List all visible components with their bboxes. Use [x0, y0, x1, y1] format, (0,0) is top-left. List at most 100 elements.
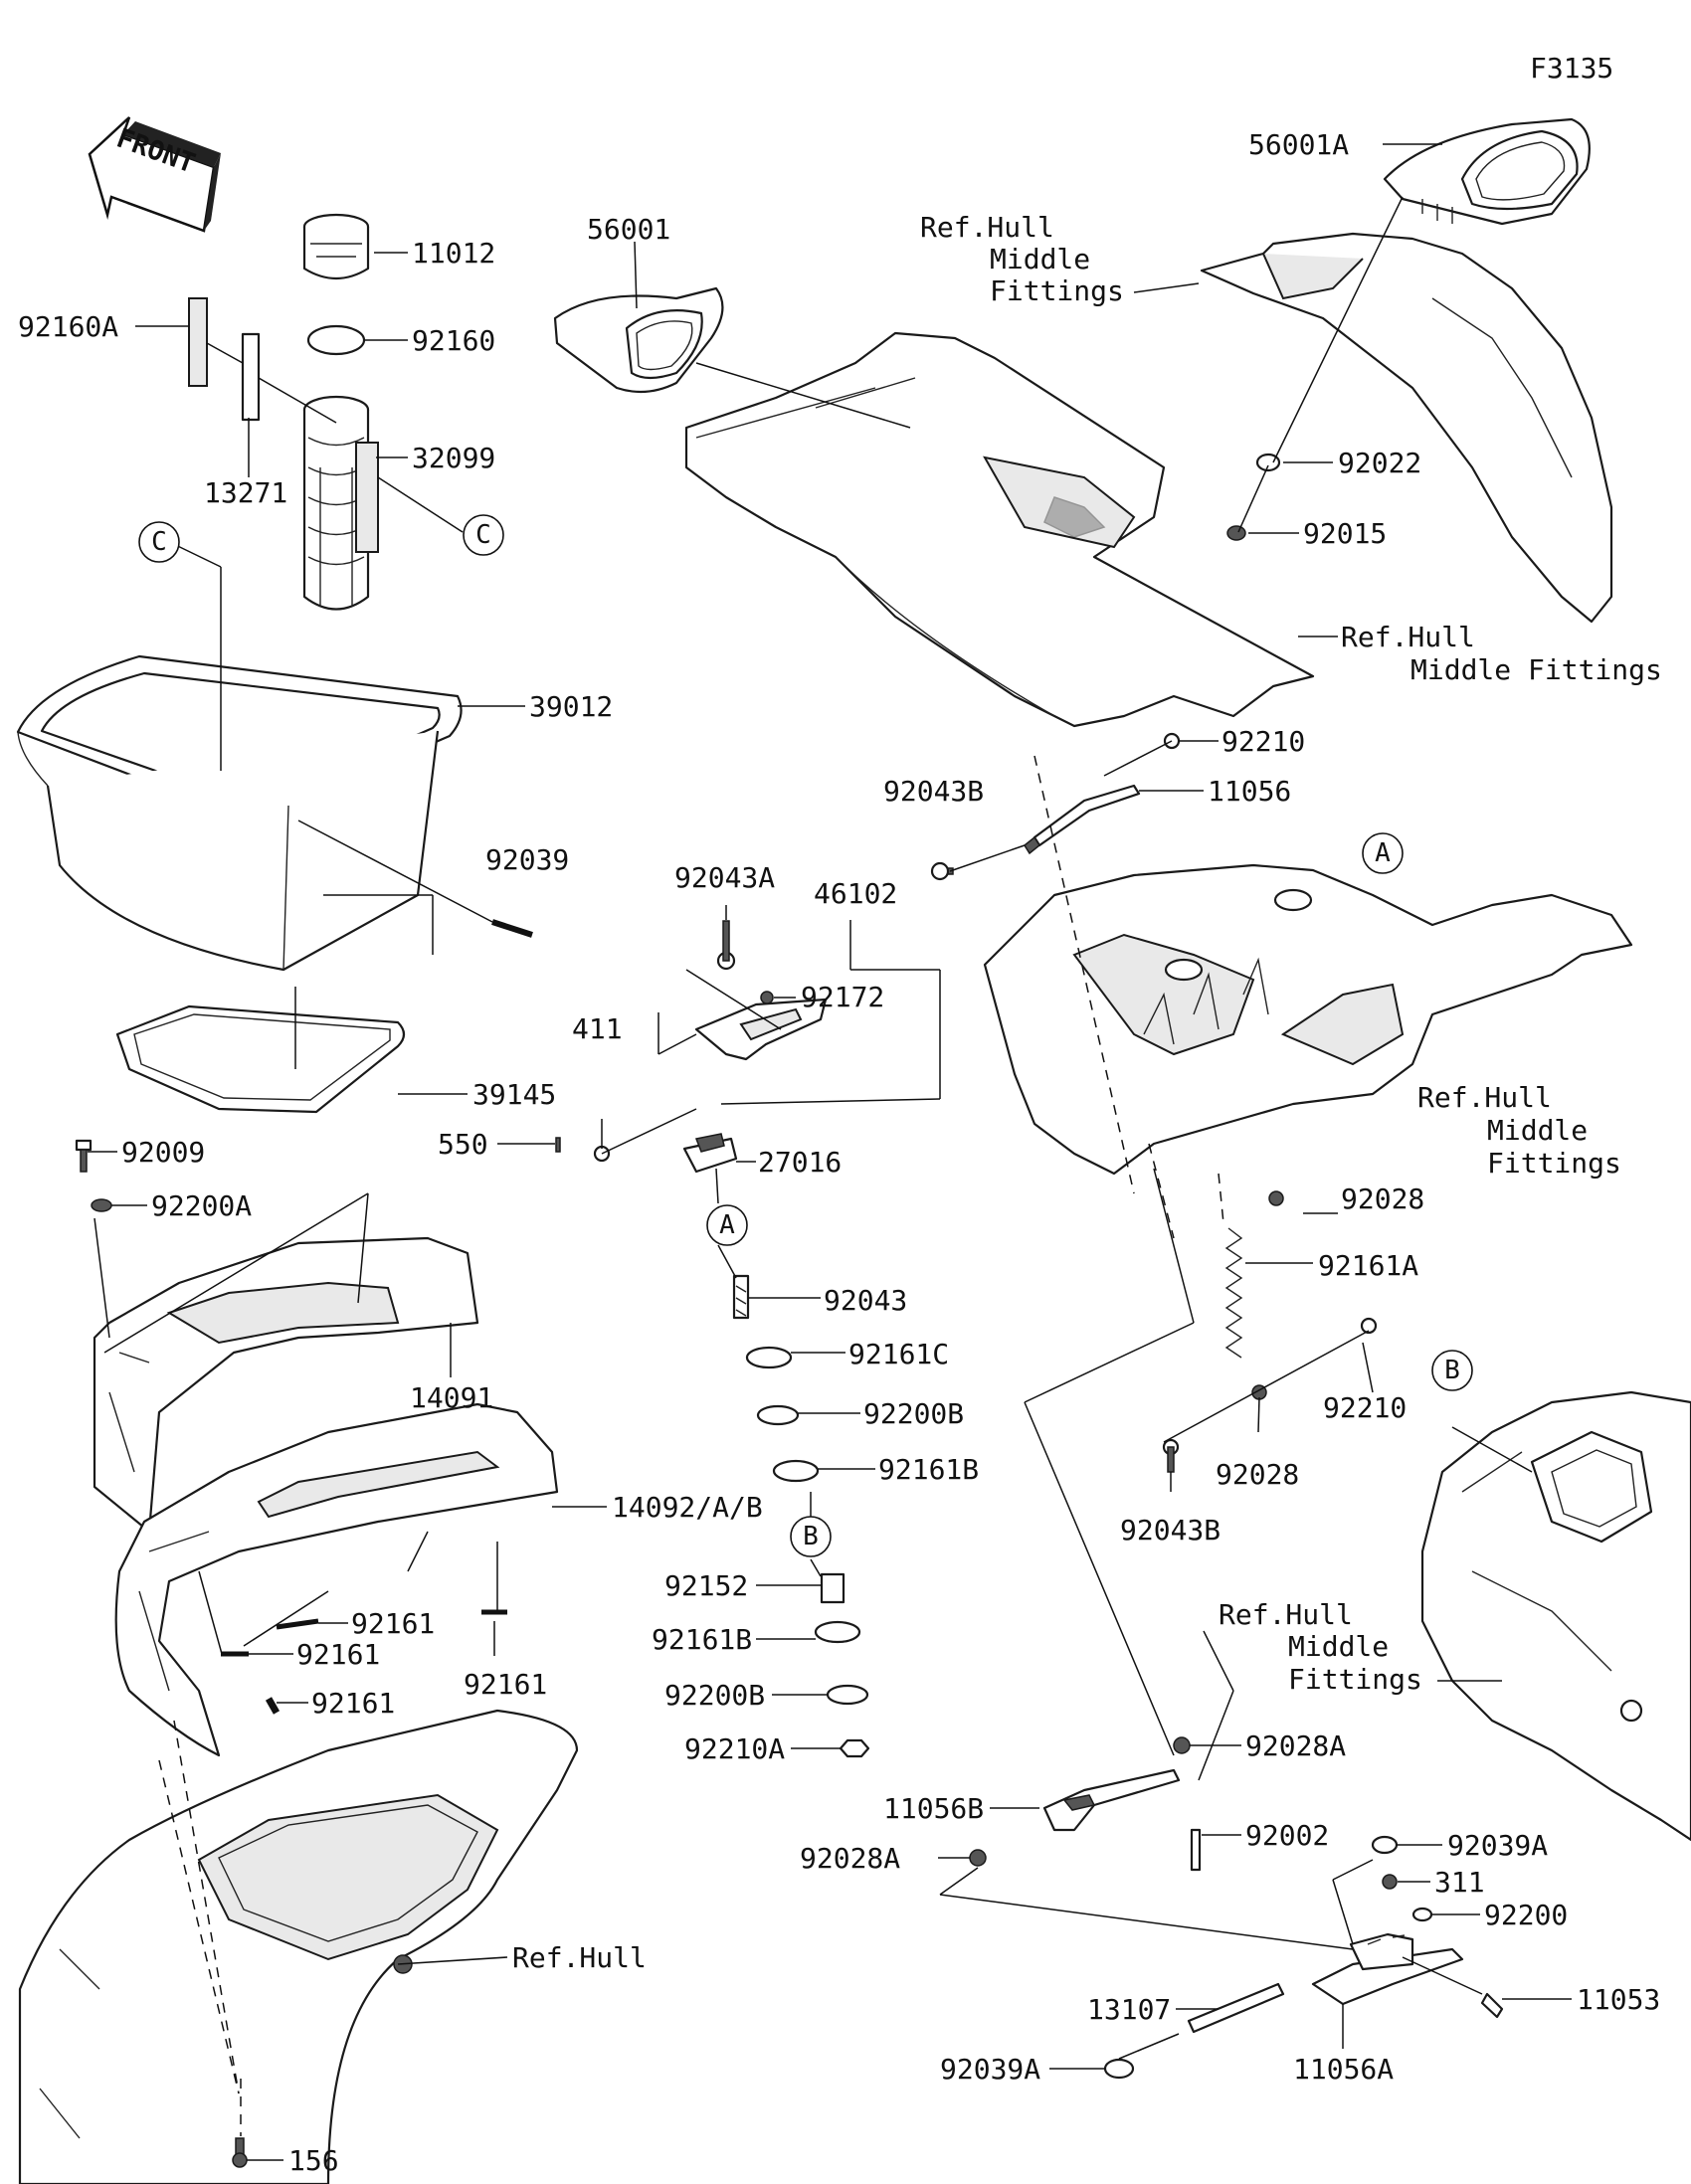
- nut-92210A: [839, 1738, 870, 1758]
- label-311: 311: [1434, 1866, 1485, 1899]
- label-92039: 92039: [485, 843, 569, 876]
- strap-92160A: [188, 297, 208, 387]
- svg-text:Ref.Hull: Ref.Hull: [920, 211, 1054, 244]
- label-92043: 92043: [824, 1284, 907, 1317]
- label-92200: 92200: [1484, 1899, 1568, 1931]
- hatch-cover-56001A: [1383, 117, 1591, 226]
- washer-92022: [1255, 453, 1281, 472]
- label-92043B-b: 92043B: [1120, 1514, 1221, 1547]
- label-92028: 92028: [1341, 1183, 1424, 1215]
- collar-92152: [820, 1572, 846, 1604]
- hull-panel-center: [684, 331, 1315, 728]
- washer-92210-b: [1360, 1317, 1378, 1335]
- label-32099: 32099: [412, 442, 495, 474]
- label-92028-b: 92028: [1216, 1458, 1299, 1491]
- label-92210A: 92210A: [684, 1732, 785, 1765]
- label-11053: 11053: [1577, 1983, 1660, 2016]
- svg-text:Middle Fittings: Middle Fittings: [1410, 653, 1662, 686]
- svg-text:Fittings: Fittings: [990, 274, 1124, 307]
- bolt-92002: [1190, 1828, 1202, 1872]
- washer-92200B-b: [826, 1684, 869, 1706]
- label-92161C: 92161C: [848, 1338, 949, 1370]
- label-11056A: 11056A: [1293, 2053, 1394, 2086]
- svg-text:Fittings: Fittings: [1487, 1147, 1621, 1180]
- marker-b-1: B: [1431, 1350, 1473, 1391]
- label-92200B-b: 92200B: [664, 1679, 765, 1712]
- label-92200A: 92200A: [151, 1189, 252, 1222]
- label-92161-3: 92161: [464, 1668, 547, 1701]
- storage-bin-39012: [16, 654, 463, 972]
- svg-text:A: A: [719, 1210, 735, 1240]
- ref-label-3: Ref.Hull Middle Fittings: [1417, 1081, 1621, 1180]
- label-92028A: 92028A: [1245, 1729, 1346, 1762]
- front-arrow-icon: FRONT: [88, 116, 221, 233]
- cap-11012: [302, 213, 370, 279]
- label-56001: 56001: [587, 213, 670, 246]
- label-92161A: 92161A: [1318, 1249, 1418, 1282]
- bolt-92043B-b: [1162, 1438, 1180, 1473]
- marker-c-2: C: [138, 521, 180, 563]
- bolt-92043: [732, 1274, 750, 1320]
- seat-base-14091: [93, 1236, 479, 1534]
- svg-text:Fittings: Fittings: [1288, 1663, 1422, 1696]
- ref-label-1: Ref.Hull Middle Fittings: [920, 211, 1124, 307]
- label-11012: 11012: [412, 237, 495, 270]
- label-92002: 92002: [1245, 1819, 1329, 1852]
- pin-92161-c: [265, 1697, 281, 1715]
- figure-code: F3135: [1530, 52, 1613, 85]
- pin-92039: [491, 919, 533, 938]
- ref-label-5: Ref.Hull: [512, 1941, 647, 1974]
- marker-b-2: B: [790, 1516, 832, 1557]
- label-411: 411: [572, 1012, 623, 1045]
- label-11056: 11056: [1208, 775, 1291, 808]
- washer-92028: [1268, 1190, 1284, 1206]
- label-92161-2: 92161: [296, 1638, 380, 1671]
- label-11056B: 11056B: [883, 1792, 984, 1825]
- label-92161-4: 92161: [311, 1687, 395, 1720]
- svg-text:C: C: [151, 527, 167, 557]
- svg-text:B: B: [1444, 1356, 1460, 1385]
- bracket-11056: [1024, 784, 1141, 855]
- nut-92015: [1226, 525, 1246, 541]
- rod-13107: [1187, 1982, 1285, 2034]
- label-13107: 13107: [1087, 1993, 1171, 2026]
- seat-14092: [114, 1402, 559, 1757]
- label-92161B: 92161B: [878, 1453, 979, 1486]
- bolt-92043B: [930, 861, 954, 881]
- svg-text:Ref.Hull: Ref.Hull: [1417, 1081, 1552, 1114]
- label-14091: 14091: [410, 1381, 493, 1414]
- spring-92161A: [1224, 1227, 1243, 1359]
- ref-label-2: Ref.Hull Middle Fittings: [1341, 621, 1662, 686]
- bolt-92009: [75, 1139, 93, 1173]
- label-39012: 39012: [529, 690, 613, 723]
- label-92160: 92160: [412, 324, 495, 357]
- svg-text:Ref.Hull: Ref.Hull: [1341, 621, 1475, 653]
- strap-13271: [241, 332, 261, 422]
- label-92161-1: 92161: [351, 1607, 435, 1640]
- label-92043A: 92043A: [674, 861, 775, 894]
- hull-rail-right: [1200, 232, 1613, 624]
- nut-92028A: [1173, 1736, 1191, 1754]
- svg-text:Ref.Hull: Ref.Hull: [512, 1941, 647, 1974]
- svg-text:B: B: [803, 1522, 819, 1551]
- hatch-cover-56001: [553, 286, 724, 394]
- washer-92161C: [745, 1346, 793, 1369]
- marker-a-2: A: [706, 1204, 748, 1246]
- label-92022: 92022: [1338, 447, 1421, 479]
- ref-label-4: Ref.Hull Middle Fittings: [1219, 1598, 1422, 1696]
- bolt-92043A: [716, 920, 736, 971]
- label-56001A: 56001A: [1248, 128, 1349, 161]
- washer-92200: [1411, 1907, 1433, 1922]
- label-13271: 13271: [204, 476, 287, 509]
- nut-92028A-b: [969, 1849, 987, 1867]
- label-550: 550: [438, 1128, 488, 1161]
- svg-text:Middle: Middle: [1487, 1114, 1588, 1147]
- label-156: 156: [288, 2144, 339, 2177]
- label-92028A-b: 92028A: [800, 1842, 900, 1875]
- spring-92172: [760, 991, 774, 1004]
- label-92172: 92172: [801, 981, 884, 1013]
- label-14092: 14092/A/B: [612, 1491, 763, 1524]
- pin-92161-a: [276, 1618, 319, 1630]
- label-39145: 39145: [472, 1078, 556, 1111]
